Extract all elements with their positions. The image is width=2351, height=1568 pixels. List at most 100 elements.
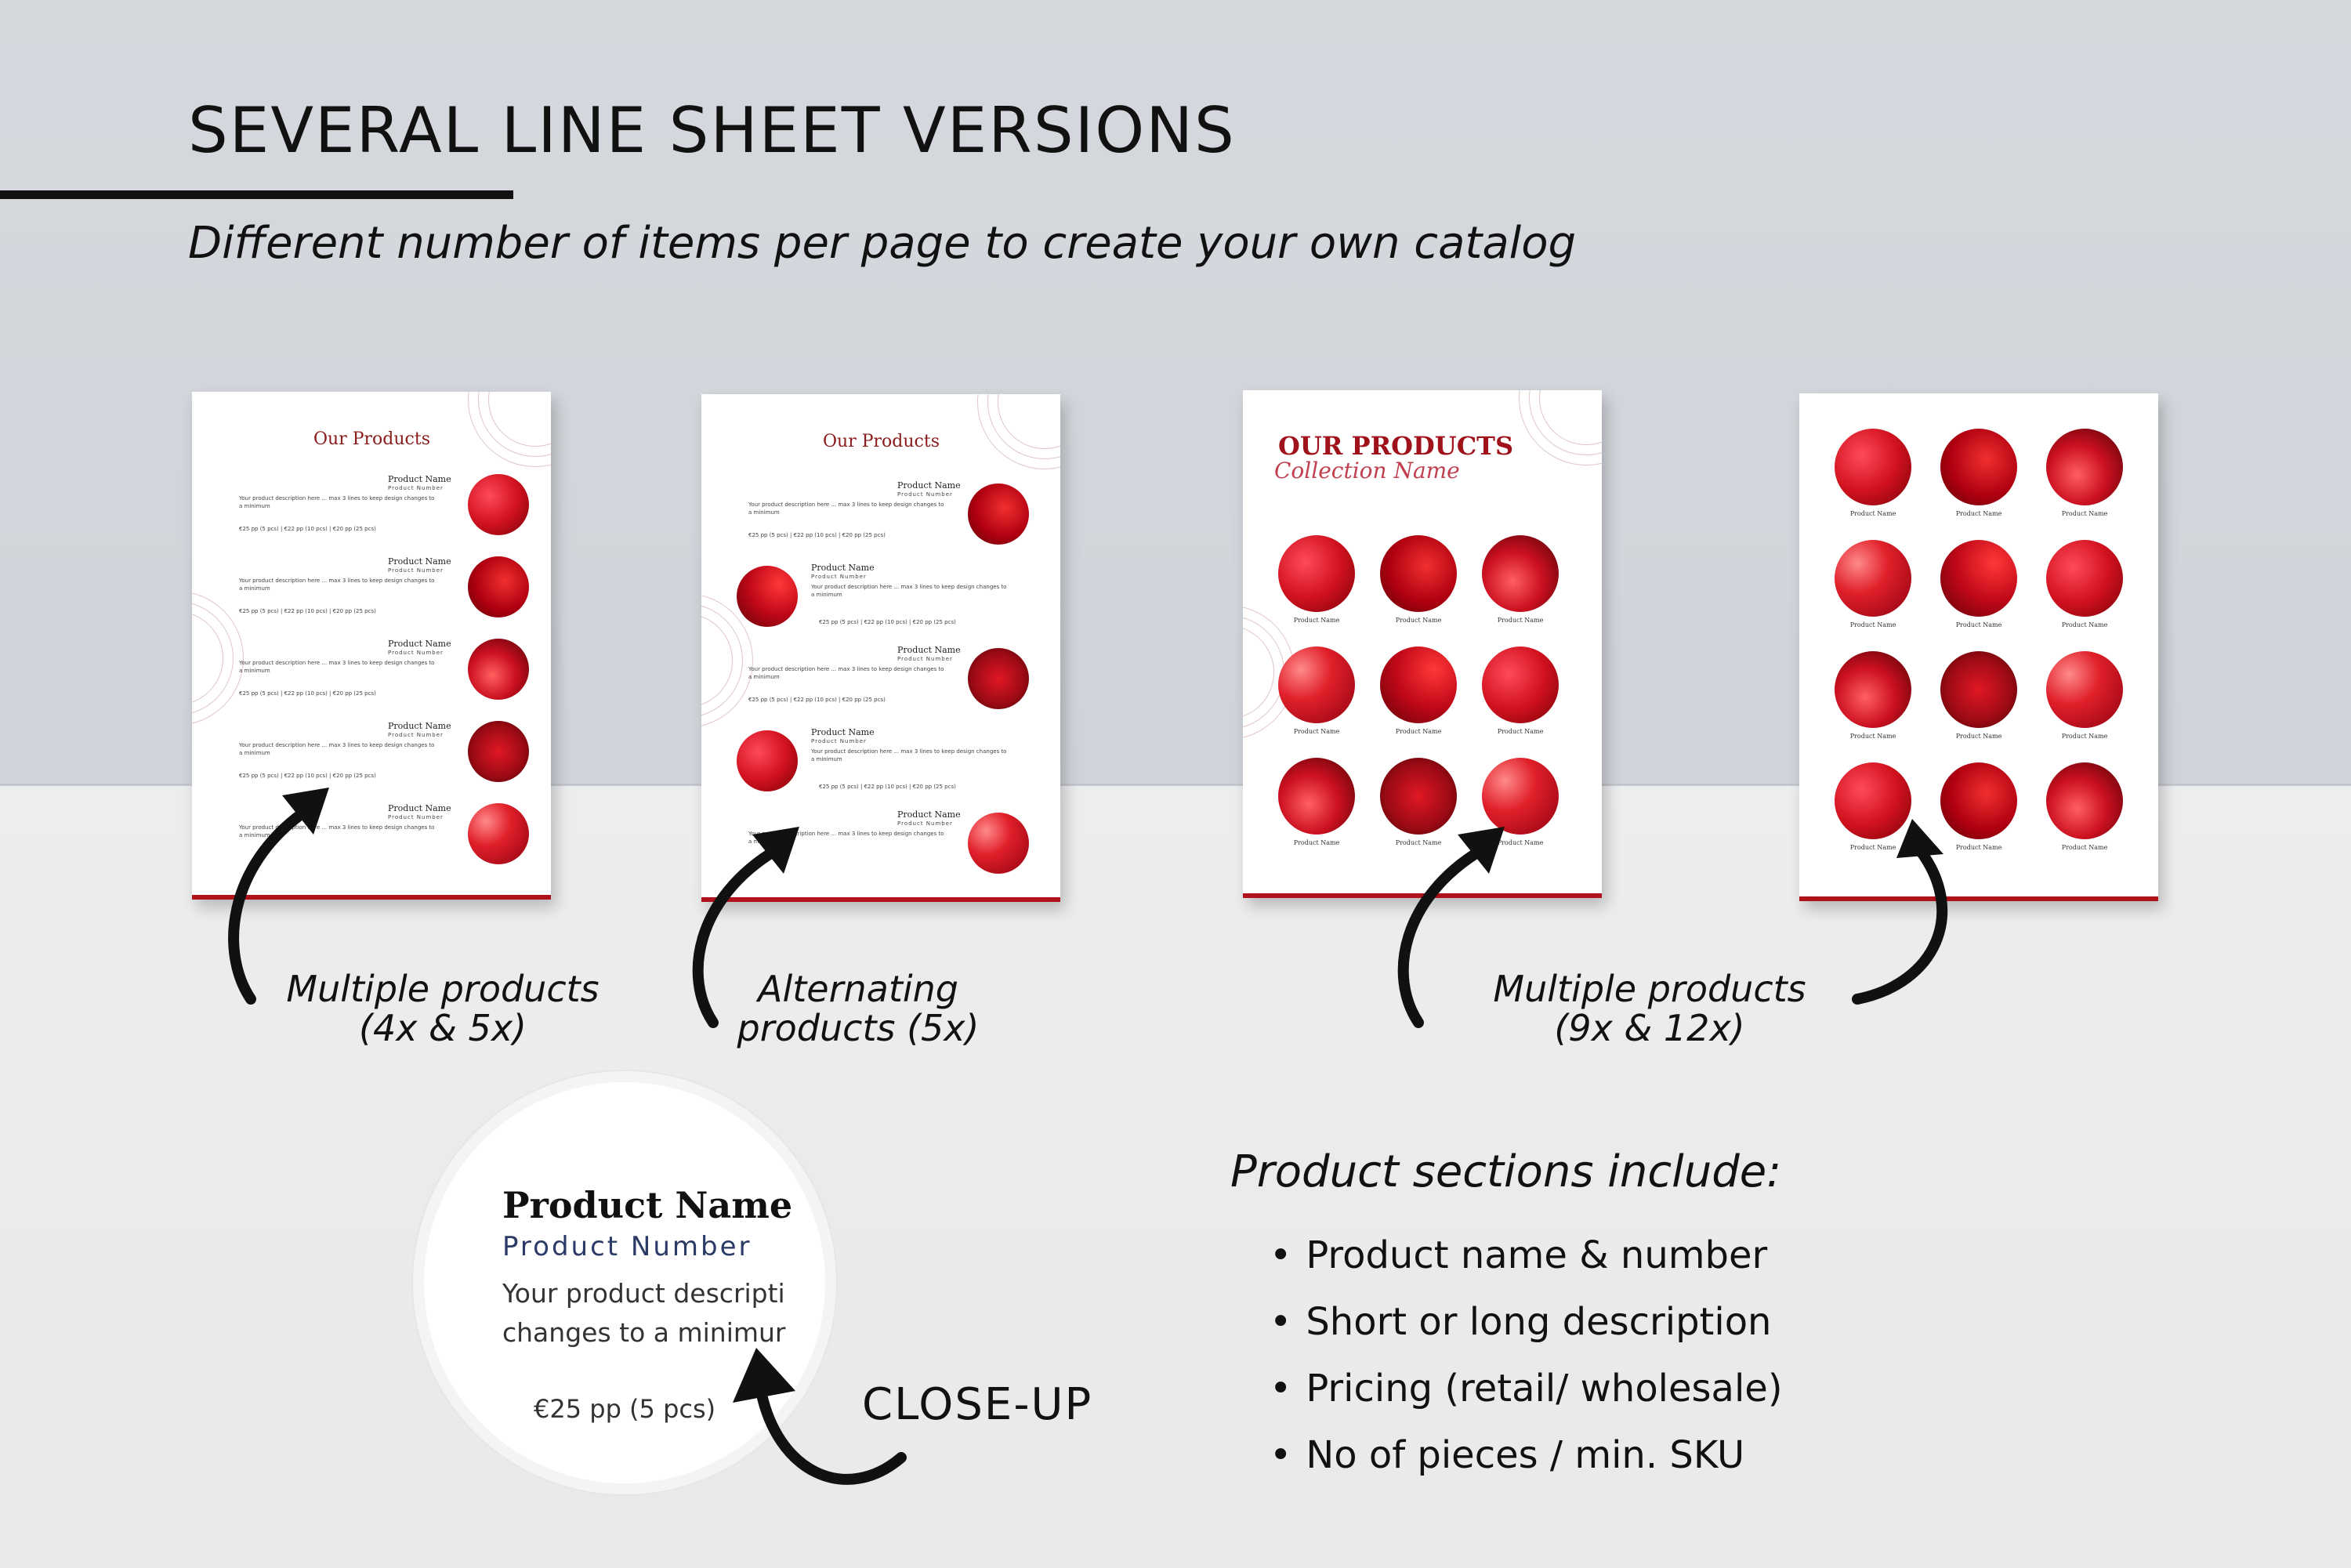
product-image xyxy=(468,474,529,535)
product-image xyxy=(737,730,798,791)
product-name: Product Name xyxy=(897,809,961,820)
decorative-circles xyxy=(998,394,1060,449)
sheet-title: Our Products xyxy=(313,429,430,449)
product-row: Product Name Product Number Your product… xyxy=(701,480,1060,559)
caption-line: Multiple products xyxy=(286,968,600,1010)
curved-arrow-icon xyxy=(733,1348,907,1485)
line-sheet-multiple-5x: Our Products Product Name Product Number… xyxy=(192,392,551,900)
product-name: Product Name xyxy=(1293,728,1340,735)
product-image xyxy=(1380,758,1457,835)
product-description: Your product description here ... max 3 … xyxy=(748,502,944,516)
product-name: Product Name xyxy=(2061,510,2108,517)
product-row: Product Name Product Number Your product… xyxy=(192,556,551,635)
curved-arrow-icon xyxy=(228,788,329,1005)
product-number: Product Number xyxy=(897,491,953,498)
sheet-footer-bar xyxy=(1799,896,2158,901)
product-name: Product Name xyxy=(1497,728,1544,735)
list-item: Pricing (retail/ wholesale) xyxy=(1270,1356,1782,1422)
closeup-product-number: Product Number xyxy=(502,1231,752,1262)
product-image xyxy=(1482,646,1559,723)
product-row: Product Name Product Number Your product… xyxy=(701,727,1060,806)
caption-multiple-9x-12x: Multiple products (9x & 12x) xyxy=(1469,969,1830,1048)
caption-line: products (5x) xyxy=(737,1007,980,1049)
product-name: Product Name xyxy=(1395,839,1442,846)
decorative-circles xyxy=(1243,625,1274,719)
sheet-title: Our Products xyxy=(823,432,940,451)
caption-line: (4x & 5x) xyxy=(359,1007,527,1049)
product-name: Product Name xyxy=(1849,733,1896,740)
product-row: Product Name Product Number Your product… xyxy=(701,809,1060,888)
curved-arrow-icon xyxy=(1852,819,1948,1005)
product-description: Your product description here ... max 3 … xyxy=(239,824,435,838)
product-description: Your product description here ... max 3 … xyxy=(239,742,435,756)
sheet-subtitle: Collection Name xyxy=(1274,458,1460,483)
product-number: Product Number xyxy=(897,820,953,827)
sections-title: Product sections include: xyxy=(1230,1146,1782,1197)
product-row: Product Name Product Number Your product… xyxy=(192,721,551,799)
decorative-circles xyxy=(1539,390,1602,445)
product-image xyxy=(1940,651,2017,728)
closeup-product-name: Product Name xyxy=(502,1184,793,1226)
product-name: Product Name xyxy=(388,803,451,813)
sheet-title: OUR PRODUCTS xyxy=(1278,431,1514,461)
caption-line: Multiple products xyxy=(1493,968,1806,1010)
product-number: Product Number xyxy=(388,567,444,574)
product-name: Product Name xyxy=(897,480,961,491)
product-image xyxy=(1380,535,1457,612)
sheet-footer-bar xyxy=(192,895,551,900)
page-title: SEVERAL LINE SHEET VERSIONS xyxy=(188,94,1236,167)
caption-line: Alternating xyxy=(757,968,958,1010)
closeup-desc-line: Your product descripti xyxy=(502,1278,785,1309)
product-image xyxy=(468,721,529,782)
product-name: Product Name xyxy=(388,639,451,649)
product-name: Product Name xyxy=(1849,510,1896,517)
product-name: Product Name xyxy=(1955,510,2002,517)
product-prices: €25 pp (5 pcs) | €22 pp (10 pcs) | €20 p… xyxy=(819,619,956,625)
product-name: Product Name xyxy=(2061,621,2108,628)
page-subtitle: Different number of items per page to cr… xyxy=(188,218,1577,269)
decorative-circles xyxy=(488,392,551,447)
product-prices: €25 pp (5 pcs) | €22 pp (10 pcs) | €20 p… xyxy=(239,690,376,697)
product-name: Product Name xyxy=(388,721,451,731)
product-image xyxy=(1278,758,1355,835)
product-description: Your product description here ... max 3 … xyxy=(239,495,435,509)
sheet-footer-bar xyxy=(701,897,1060,902)
list-item: No of pieces / min. SKU xyxy=(1270,1422,1783,1489)
product-number: Product Number xyxy=(897,656,953,662)
product-description: Your product description here ... max 3 … xyxy=(748,666,944,680)
closeup-product-description: Your product descripti changes to a mini… xyxy=(502,1274,786,1353)
product-image xyxy=(737,566,798,627)
product-prices: €25 pp (5 pcs) | €22 pp (10 pcs) | €20 p… xyxy=(239,526,376,532)
product-image xyxy=(468,803,529,864)
product-image xyxy=(2046,762,2123,839)
product-name: Product Name xyxy=(388,556,451,567)
product-name: Product Name xyxy=(1395,617,1442,624)
list-item: Short or long description xyxy=(1270,1289,1783,1356)
list-item: Product name & number xyxy=(1270,1222,1783,1289)
product-number: Product Number xyxy=(811,574,867,580)
product-name: Product Name xyxy=(811,727,875,737)
product-name: Product Name xyxy=(2061,733,2108,740)
product-description: Your product description here ... max 3 … xyxy=(811,584,1007,598)
product-image xyxy=(1278,535,1355,612)
product-name: Product Name xyxy=(1849,844,1896,851)
floor-background xyxy=(0,786,2351,1568)
product-image xyxy=(2046,429,2123,505)
product-image xyxy=(1940,429,2017,505)
product-name: Product Name xyxy=(1955,621,2002,628)
product-image xyxy=(1835,651,1911,728)
product-description: Your product description here ... max 3 … xyxy=(239,578,435,592)
product-image xyxy=(1380,646,1457,723)
product-image xyxy=(1482,535,1559,612)
product-image xyxy=(1940,540,2017,617)
product-name: Product Name xyxy=(811,563,875,573)
product-image xyxy=(468,556,529,617)
caption-alternating: Alternating products (5x) xyxy=(709,969,1007,1048)
curved-arrow-icon xyxy=(1397,827,1505,1028)
product-name: Product Name xyxy=(1955,733,2002,740)
caption-multiple-4x-5x: Multiple products (4x & 5x) xyxy=(263,969,623,1048)
product-row: Product Name Product Number Your product… xyxy=(701,563,1060,641)
product-name: Product Name xyxy=(897,645,961,655)
product-name: Product Name xyxy=(1849,621,1896,628)
title-underline xyxy=(0,190,513,199)
